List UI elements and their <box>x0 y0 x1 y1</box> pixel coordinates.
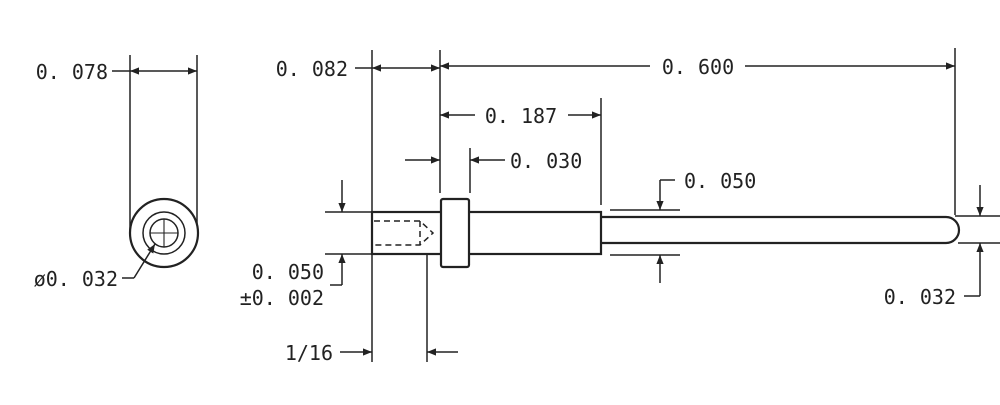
end-view-hole-label: ø0. 032 <box>34 267 118 291</box>
dimension-head-length: 0. 082 <box>276 57 440 81</box>
side-view-part <box>370 197 961 269</box>
end-view-middle-circle <box>142 211 186 255</box>
pin-collar <box>439 197 471 269</box>
socket-diameter-label: 0. 050 <box>252 260 324 284</box>
dimension-collar-width: 0. 030 <box>405 149 582 173</box>
dimension-pin-diameter: 0. 032 <box>884 185 984 309</box>
dimension-body-diameter: 0. 050 <box>656 169 756 283</box>
head-length-label: 0. 082 <box>276 57 348 81</box>
dimension-overall-length: 0. 600 <box>440 55 955 79</box>
dimension-collar-to-shoulder: 0. 187 <box>440 104 601 128</box>
socket-depth-label: 1/16 <box>285 341 333 365</box>
dimension-socket-depth: 1/16 <box>285 341 458 365</box>
socket-tolerance-label: ±0. 002 <box>240 286 324 310</box>
socket-hidden-bore <box>374 220 435 246</box>
end-view-width-label: 0. 078 <box>36 60 108 84</box>
pin-diameter-label: 0. 032 <box>884 285 956 309</box>
collar-width-label: 0. 030 <box>510 149 582 173</box>
extension-lines <box>325 48 1000 362</box>
collar-to-shoulder-label: 0. 187 <box>485 104 557 128</box>
leader-hole-arrow <box>133 243 156 279</box>
pin-shank <box>598 215 961 245</box>
end-view: 0. 078 ø0. 032 <box>34 55 200 291</box>
body-diameter-label: 0. 050 <box>684 169 756 193</box>
dimension-socket-diameter: 0. 050 ±0. 002 <box>240 180 346 310</box>
overall-length-label: 0. 600 <box>662 55 734 79</box>
pin-body <box>370 210 603 256</box>
